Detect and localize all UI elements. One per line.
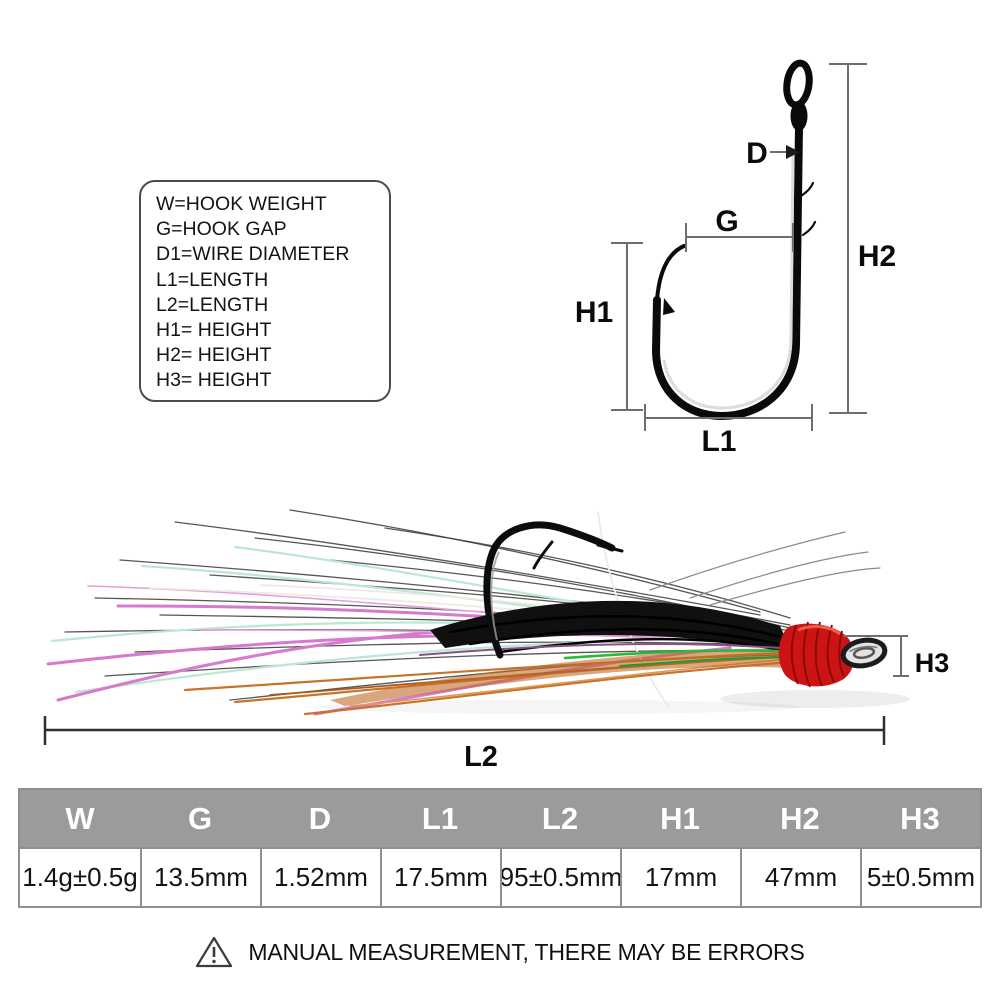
fiber-strand bbox=[303, 660, 794, 716]
dim-line-h2 bbox=[829, 63, 867, 414]
legend-line-l1: L1=LENGTH bbox=[156, 268, 269, 291]
legend-line-l2: L2=LENGTH bbox=[156, 293, 269, 316]
header-cell-h3: H3 bbox=[900, 800, 940, 836]
thread-wrap bbox=[778, 621, 855, 688]
hook-diagram: H2 H1 G L1 D bbox=[575, 59, 896, 458]
header-cell-l1: L1 bbox=[421, 800, 459, 836]
hook-shank bbox=[792, 122, 803, 348]
legend-box: W=HOOK WEIGHT G=HOOK GAP D1=WIRE DIAMETE… bbox=[139, 180, 391, 402]
dim-line-h1 bbox=[611, 242, 643, 411]
hook-bend bbox=[651, 296, 800, 421]
header-cell-h2: H2 bbox=[780, 800, 820, 836]
fly-hook-eye bbox=[840, 637, 888, 669]
dim-label-h3: H3 bbox=[915, 648, 950, 678]
value-cell-d: 1.52mm bbox=[260, 847, 380, 906]
value-cell-l1: 17.5mm bbox=[380, 847, 500, 906]
spec-table-value-row: 1.4g±0.5g 13.5mm 1.52mm 17.5mm 95±0.5mm … bbox=[20, 847, 980, 906]
value-cell-g: 13.5mm bbox=[140, 847, 260, 906]
dim-label-d: D bbox=[746, 137, 768, 170]
fiber-strand bbox=[174, 521, 761, 616]
hook-eye-wrap bbox=[790, 101, 808, 131]
dim-line-h3 bbox=[843, 635, 909, 677]
value-cell-h3: 5±0.5mm bbox=[860, 847, 980, 906]
fiber-strand bbox=[419, 643, 781, 656]
dim-label-h2: H2 bbox=[858, 240, 896, 273]
fiber-strand bbox=[689, 551, 869, 599]
shank-slice bbox=[801, 220, 817, 237]
value-cell-w: 1.4g±0.5g bbox=[20, 847, 140, 906]
fiber-strand bbox=[74, 639, 627, 694]
spec-table: W G D L1 L2 H1 H2 H3 1.4g±0.5g 13.5mm 1.… bbox=[18, 788, 982, 908]
hook-highlight bbox=[662, 149, 795, 410]
header-cell-l2: L2 bbox=[541, 800, 579, 836]
legend-line-w: W=HOOK WEIGHT bbox=[156, 193, 327, 215]
fiber-strand bbox=[384, 527, 791, 619]
d-arrow-head bbox=[786, 145, 800, 159]
header-cell-w: W bbox=[65, 800, 95, 836]
hook-eye bbox=[783, 59, 813, 109]
dim-label-l2: L2 bbox=[464, 741, 498, 773]
hook-barb bbox=[663, 298, 675, 315]
legend-line-d1: D1=WIRE DIAMETER bbox=[156, 243, 350, 266]
fiber-strand bbox=[649, 531, 846, 591]
value-cell-h2: 47mm bbox=[740, 847, 860, 906]
hook-point bbox=[653, 244, 686, 357]
legend-line-h1: H1= HEIGHT bbox=[156, 319, 272, 342]
dim-label-g: G bbox=[715, 205, 738, 238]
fiber-strand bbox=[468, 628, 790, 648]
value-cell-l2: 95±0.5mm bbox=[500, 847, 620, 906]
legend-line-h2: H2= HEIGHT bbox=[156, 344, 272, 367]
header-cell-d: D bbox=[308, 800, 332, 836]
dim-label-h1: H1 bbox=[575, 296, 613, 329]
fly-hook-point bbox=[483, 521, 624, 659]
fly-lure-photo: H3 L2 bbox=[43, 509, 950, 773]
dim-line-g bbox=[685, 223, 794, 252]
header-cell-g: G bbox=[187, 800, 213, 836]
warning-triangle-icon bbox=[196, 936, 233, 968]
fiber-strand bbox=[709, 567, 881, 606]
shank-slice bbox=[799, 181, 815, 198]
shadow bbox=[320, 700, 800, 714]
spec-table-header-row: W G D L1 L2 H1 H2 H3 bbox=[20, 790, 980, 847]
value-cell-h1: 17mm bbox=[620, 847, 740, 906]
header-cell-h1: H1 bbox=[660, 800, 700, 836]
dim-line-l2 bbox=[43, 716, 886, 745]
legend-line-g: G=HOOK GAP bbox=[156, 218, 287, 241]
legend-line-h3: H3= HEIGHT bbox=[156, 369, 272, 392]
dim-line-l1 bbox=[644, 404, 813, 431]
fiber-strand bbox=[563, 649, 800, 660]
disclaimer-footer: MANUAL MEASUREMENT, THERE MAY BE ERRORS bbox=[0, 929, 1000, 975]
dim-label-l1: L1 bbox=[701, 425, 736, 458]
disclaimer-text: MANUAL MEASUREMENT, THERE MAY BE ERRORS bbox=[248, 938, 805, 965]
shadow bbox=[720, 690, 910, 708]
